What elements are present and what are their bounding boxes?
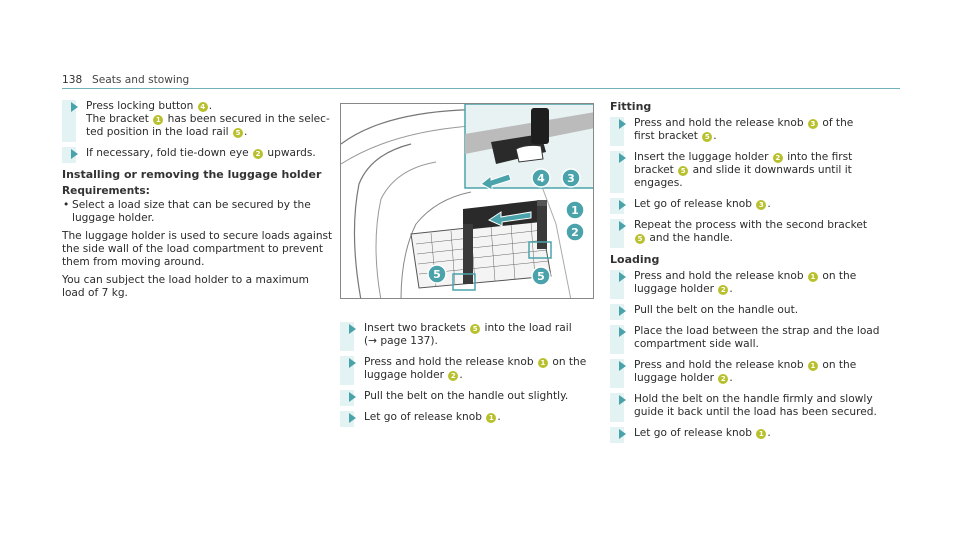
step: Let go of release knob 1. xyxy=(340,411,595,427)
fitting-heading: Fitting xyxy=(610,100,652,113)
callout-number: 1 xyxy=(807,272,818,282)
step: Place the load between the strap and the… xyxy=(610,325,890,354)
step-text: ted position in the load rail xyxy=(86,126,229,138)
step-arrow-icon xyxy=(619,327,626,337)
marker-label: 2 xyxy=(571,226,579,239)
step: Let go of release knob 3. xyxy=(610,198,890,214)
column-middle: Insert two brackets 5 into the load rail… xyxy=(340,322,595,432)
step: Insert two brackets 5 into the load rail… xyxy=(340,322,595,351)
callout-number: 5 xyxy=(470,324,481,334)
column-right: Fitting Press and hold the release knob … xyxy=(610,100,890,448)
callout-number: 2 xyxy=(718,285,729,295)
step-arrow-icon xyxy=(619,272,626,282)
step-arrow-icon xyxy=(619,361,626,371)
callout-number: 3 xyxy=(756,200,767,210)
step-arrow-icon xyxy=(71,102,78,112)
marker-label: 3 xyxy=(567,172,575,185)
step-arrow-icon xyxy=(619,429,626,439)
callout-number: 5 xyxy=(635,234,645,244)
page-header: 138 Seats and stowing xyxy=(62,70,900,89)
step: Hold the belt on the handle firmly and s… xyxy=(610,393,890,422)
step-arrow-icon xyxy=(349,413,356,423)
step: Insert the luggage holder 2 into the fir… xyxy=(610,151,890,193)
callout-number: 5 xyxy=(678,166,689,176)
callout-number: 1 xyxy=(153,115,164,125)
step-arrow-icon xyxy=(71,149,78,159)
step-arrow-icon xyxy=(349,358,356,368)
direction-arrow-icon xyxy=(487,211,532,227)
paragraph: You can subject the load holder to a max… xyxy=(62,274,309,299)
marker-label: 5 xyxy=(433,268,441,281)
list-item-cont: luggage holder. xyxy=(72,212,155,224)
paragraph: The luggage holder is used to secure loa… xyxy=(62,230,333,268)
marker-label: 5 xyxy=(537,270,545,283)
step: Press and hold the release knob 1 on the… xyxy=(610,359,890,388)
page-reference-link[interactable]: (→ page 137). xyxy=(364,335,438,347)
step: Press and hold the release knob 3 of the… xyxy=(610,117,890,146)
step: Repeat the process with the second brack… xyxy=(610,219,890,248)
step-arrow-icon xyxy=(619,306,626,316)
marker-label: 1 xyxy=(571,204,579,217)
illustration-svg: 4 3 1 2 5 5 xyxy=(341,104,593,298)
list-item: Select a load size that can be secured b… xyxy=(62,199,330,212)
callout-number: 2 xyxy=(772,153,783,163)
column-left: Press locking button 4. The bracket 1 ha… xyxy=(62,100,333,300)
step-text: Press locking button xyxy=(86,100,194,112)
loading-heading: Loading xyxy=(610,253,660,266)
step: Pull the belt on the handle out. xyxy=(610,304,890,320)
step-arrow-icon xyxy=(619,221,626,231)
section-heading: Installing or removing the luggage holde… xyxy=(62,168,322,181)
step-arrow-icon xyxy=(619,395,626,405)
step-arrow-icon xyxy=(619,119,626,129)
callout-number: 1 xyxy=(537,358,548,368)
step: Press and hold the release knob 1 on the… xyxy=(340,356,595,385)
callout-number: 1 xyxy=(756,429,767,439)
callout-number: 2 xyxy=(448,371,459,381)
step: Let go of release knob 1. xyxy=(610,427,890,443)
step-arrow-icon xyxy=(349,324,356,334)
bracket-post xyxy=(537,204,547,249)
step-text: The bracket xyxy=(86,113,149,125)
step: Press locking button 4. The bracket 1 ha… xyxy=(62,100,330,142)
section-title: Seats and stowing xyxy=(92,74,190,86)
callout-box xyxy=(452,273,476,291)
page-number: 138 xyxy=(62,74,83,86)
callout-number: 1 xyxy=(807,361,818,371)
step: If necessary, fold tie-down eye 2 upward… xyxy=(62,147,330,163)
step: Pull the belt on the handle out slightly… xyxy=(340,390,595,406)
callout-number: 1 xyxy=(486,413,497,423)
callout-number: 5 xyxy=(233,128,243,138)
callout-number: 2 xyxy=(718,374,729,384)
callout-number: 5 xyxy=(702,132,713,142)
detail-inset xyxy=(464,104,593,191)
callout-box xyxy=(528,241,552,259)
callout-number: 4 xyxy=(197,102,208,112)
callout-number: 2 xyxy=(253,149,264,159)
step-arrow-icon xyxy=(619,153,626,163)
step-arrow-icon xyxy=(349,392,356,402)
step-text: If necessary, fold tie-down eye xyxy=(86,147,249,159)
callout-number: 3 xyxy=(807,119,818,129)
illustration-luggage-holder: 4 3 1 2 5 5 xyxy=(340,103,594,299)
step-arrow-icon xyxy=(619,200,626,210)
step: Press and hold the release knob 1 on the… xyxy=(610,270,890,299)
marker-label: 4 xyxy=(537,172,545,185)
luggage-strap xyxy=(463,200,541,230)
requirements-heading: Requirements: xyxy=(62,185,150,197)
